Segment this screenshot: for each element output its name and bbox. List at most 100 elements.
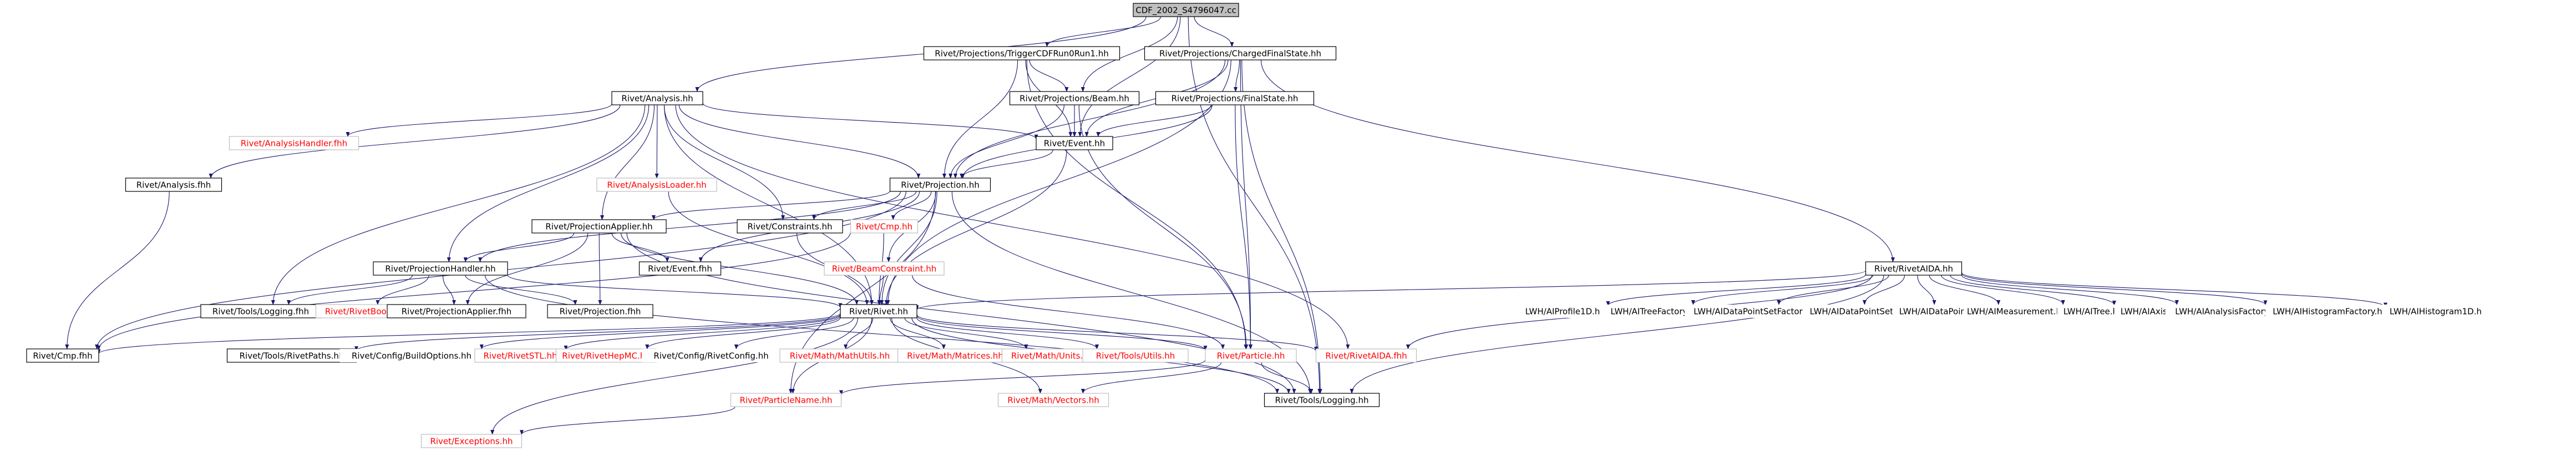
node-rivet-tools-logging-fhh[interactable]: Rivet/Tools/Logging.fhh <box>200 304 321 318</box>
node-label: Rivet/RivetHepMC.hh <box>562 351 650 361</box>
edge-rivetaida-to-lwh_dp <box>1917 275 1936 305</box>
node-rivet-particle-hh[interactable]: Rivet/Particle.hh <box>1205 348 1297 363</box>
node-box <box>840 304 917 318</box>
edge-rivetaida-to-lwh_histofactory <box>1961 273 2268 306</box>
edge-rivetaida-to-lwh_dpsfactory <box>1777 275 1889 305</box>
node-box <box>555 348 657 363</box>
node-lwh-aidatapointsetfactory-h[interactable]: LWH/AIDataPointSetFactory.h <box>1685 305 1823 318</box>
edge-rivet-to-particle <box>916 315 1208 351</box>
node-label: Rivet/Cmp.fhh <box>33 351 92 361</box>
edge-projhandler-to-projapplier_fhh <box>442 275 456 305</box>
node-box <box>26 348 99 363</box>
node-rivet-tools-utils-hh[interactable]: Rivet/Tools/Utils.hh <box>1082 348 1189 363</box>
node-label: LWH/AIHistogramFactory.h <box>2273 307 2382 317</box>
node-label: Rivet/AnalysisHandler.fhh <box>241 139 347 149</box>
node-label: Rivet/Tools/Utils.hh <box>1096 351 1175 361</box>
edge-cfs-to-rivetaida <box>1260 59 1895 262</box>
node-rivet-projection-hh[interactable]: Rivet/Projection.hh <box>889 178 991 192</box>
node-box <box>531 219 667 234</box>
node-box <box>1036 136 1113 150</box>
node-rivet-analysis-fhh[interactable]: Rivet/Analysis.fhh <box>125 178 222 192</box>
edge-root-to-beam <box>1081 16 1178 92</box>
node-box <box>229 136 359 150</box>
node-rivet-math-vectors-hh[interactable]: Rivet/Math/Vectors.hh <box>997 393 1109 407</box>
node-rivet-event-hh[interactable]: Rivet/Event.hh <box>1036 136 1113 150</box>
node-label: LWH/AIAnalysisFactory.h <box>2175 307 2276 317</box>
node-rivet-rivethepmc-hh[interactable]: Rivet/RivetHepMC.hh <box>555 348 657 363</box>
node-label: Rivet/Event.fhh <box>648 264 712 274</box>
node-rivet-rivetaida-hh[interactable]: Rivet/RivetAIDA.hh <box>1865 261 1963 276</box>
node-rivet-beamconstraint-hh[interactable]: Rivet/BeamConstraint.hh <box>824 261 945 276</box>
node-rivet-particlename-hh[interactable]: Rivet/ParticleName.hh <box>730 393 842 407</box>
node-rivet-event-fhh[interactable]: Rivet/Event.fhh <box>638 261 722 276</box>
edge-rivetaida-to-lwh_treefactory <box>1691 275 1874 305</box>
node-rivet-projections-finalstate-hh[interactable]: Rivet/Projections/FinalState.hh <box>1155 91 1315 105</box>
edge-cfs-to-fs <box>1234 59 1240 92</box>
node-box <box>2265 305 2390 318</box>
node-lwh-aimeasurement-h[interactable]: LWH/AIMeasurement.h <box>1964 305 2065 318</box>
edge-beamconstraint-to-rivet <box>878 275 884 305</box>
node-rivet-projection-fhh[interactable]: Rivet/Projection.fhh <box>547 304 653 318</box>
edge-rivet-to-toolsutils <box>916 317 1099 349</box>
node-rivet-tools-rivetpaths-hh[interactable]: Rivet/Tools/RivetPaths.hh <box>226 348 357 363</box>
node-cdf-2002-s4796047-cc[interactable]: CDF_2002_S4796047.cc <box>1133 3 1239 17</box>
node-rivet-projectionhandler-hh[interactable]: Rivet/ProjectionHandler.hh <box>373 261 508 276</box>
node-label: Rivet/RivetAIDA.hh <box>1874 264 1953 274</box>
edge-particle-to-particlename <box>839 359 1206 396</box>
node-rivet-projectionapplier-fhh[interactable]: Rivet/ProjectionApplier.fhh <box>387 304 526 318</box>
node-label: Rivet/Projections/FinalState.hh <box>1172 94 1299 104</box>
node-rivet-math-matrices-hh[interactable]: Rivet/Math/Matrices.hh <box>897 348 1013 363</box>
node-lwh-aihistogramfactory-h[interactable]: LWH/AIHistogramFactory.h <box>2265 305 2390 318</box>
node-box <box>730 393 842 407</box>
node-label: LWH/AIDataPoint.h <box>1899 307 1977 317</box>
node-rivet-rivetaida-fhh[interactable]: Rivet/RivetAIDA.fhh <box>1315 348 1417 363</box>
node-rivet-tools-logging-hh[interactable]: Rivet/Tools/Logging.hh <box>1264 393 1380 407</box>
edge-cfs-to-rivet <box>886 59 1231 305</box>
node-box <box>547 304 653 318</box>
node-rivet-projections-chargedfinalstate-hh[interactable]: Rivet/Projections/ChargedFinalState.hh <box>1144 46 1337 60</box>
node-rivet-rivet-hh[interactable]: Rivet/Rivet.hh <box>840 304 917 318</box>
edge-rivet-to-mathutils <box>844 317 874 349</box>
node-box <box>2385 305 2486 318</box>
node-rivet-math-mathutils-hh[interactable]: Rivet/Math/MathUtils.hh <box>779 348 900 363</box>
edge-projection-to-cmp <box>891 191 932 220</box>
node-label: Rivet/AnalysisLoader.hh <box>607 180 706 190</box>
node-rivet-projections-triggercdfrun0run1-hh[interactable]: Rivet/Projections/TriggerCDFRun0Run1.hh <box>923 46 1120 60</box>
node-lwh-aitree-h[interactable]: LWH/AITree.h <box>2057 305 2124 318</box>
node-rivet-rivetstl-hh[interactable]: Rivet/RivetSTL.hh <box>474 348 566 363</box>
node-rivet-projections-beam-hh[interactable]: Rivet/Projections/Beam.hh <box>1009 91 1140 105</box>
node-rivet-config-rivetconfig-hh[interactable]: Rivet/Config/RivetConfig.hh <box>642 349 780 362</box>
node-box <box>1205 348 1297 363</box>
node-rivet-config-buildoptions-hh[interactable]: Rivet/Config/BuildOptions.hh <box>339 349 484 362</box>
node-label: Rivet/Constraints.hh <box>748 222 833 232</box>
edge-beamconstraint-to-particle <box>911 275 1225 349</box>
node-rivet-analysishandler-fhh[interactable]: Rivet/AnalysisHandler.fhh <box>229 136 359 150</box>
node-label: Rivet/Config/BuildOptions.hh <box>352 351 471 361</box>
node-label: Rivet/Math/Vectors.hh <box>1007 396 1099 406</box>
edge-analysis_fhh-to-cmp_fhh <box>65 191 170 349</box>
node-rivet-projectionapplier-hh[interactable]: Rivet/ProjectionApplier.hh <box>531 219 667 234</box>
node-lwh-aidatapointset-h[interactable]: LWH/AIDataPointSet.h <box>1803 305 1908 318</box>
edge-rivet-to-units <box>904 317 1028 349</box>
node-box <box>1082 348 1189 363</box>
node-box <box>923 46 1120 60</box>
node-rivet-exceptions-hh[interactable]: Rivet/Exceptions.hh <box>420 434 523 448</box>
node-lwh-aihistogram1d-h[interactable]: LWH/AIHistogram1D.h <box>2385 305 2486 318</box>
node-rivet-cmp-fhh[interactable]: Rivet/Cmp.fhh <box>26 348 99 363</box>
node-rivet-analysis-hh[interactable]: Rivet/Analysis.hh <box>611 91 703 105</box>
node-box <box>1155 91 1315 105</box>
edge-rivetaida-to-lwh_meas <box>1929 275 2001 305</box>
edge-beam-to-projection <box>949 104 1064 179</box>
edge-rivet-to-rivetstl <box>564 316 841 351</box>
node-label: LWH/AITreeFactory.h <box>1610 307 1694 317</box>
edge-rivetaida-to-tools_logging <box>1350 275 1884 394</box>
edge-rivetaida-to-lwh_anafactory <box>1961 275 2179 305</box>
node-label: LWH/AIDataPointSetFactory.h <box>1693 307 1814 317</box>
node-rivet-constraints-hh[interactable]: Rivet/Constraints.hh <box>737 219 843 234</box>
node-label: Rivet/Config/RivetConfig.hh <box>653 351 768 361</box>
edge-projapplier-to-event_fhh <box>611 232 670 262</box>
node-lwh-aiprofile1d-h[interactable]: LWH/AIProfile1D.h <box>1517 305 1608 318</box>
node-rivet-cmp-hh[interactable]: Rivet/Cmp.hh <box>850 219 919 234</box>
node-box <box>1964 305 2065 318</box>
node-rivet-analysisloader-hh[interactable]: Rivet/AnalysisLoader.hh <box>596 178 717 192</box>
